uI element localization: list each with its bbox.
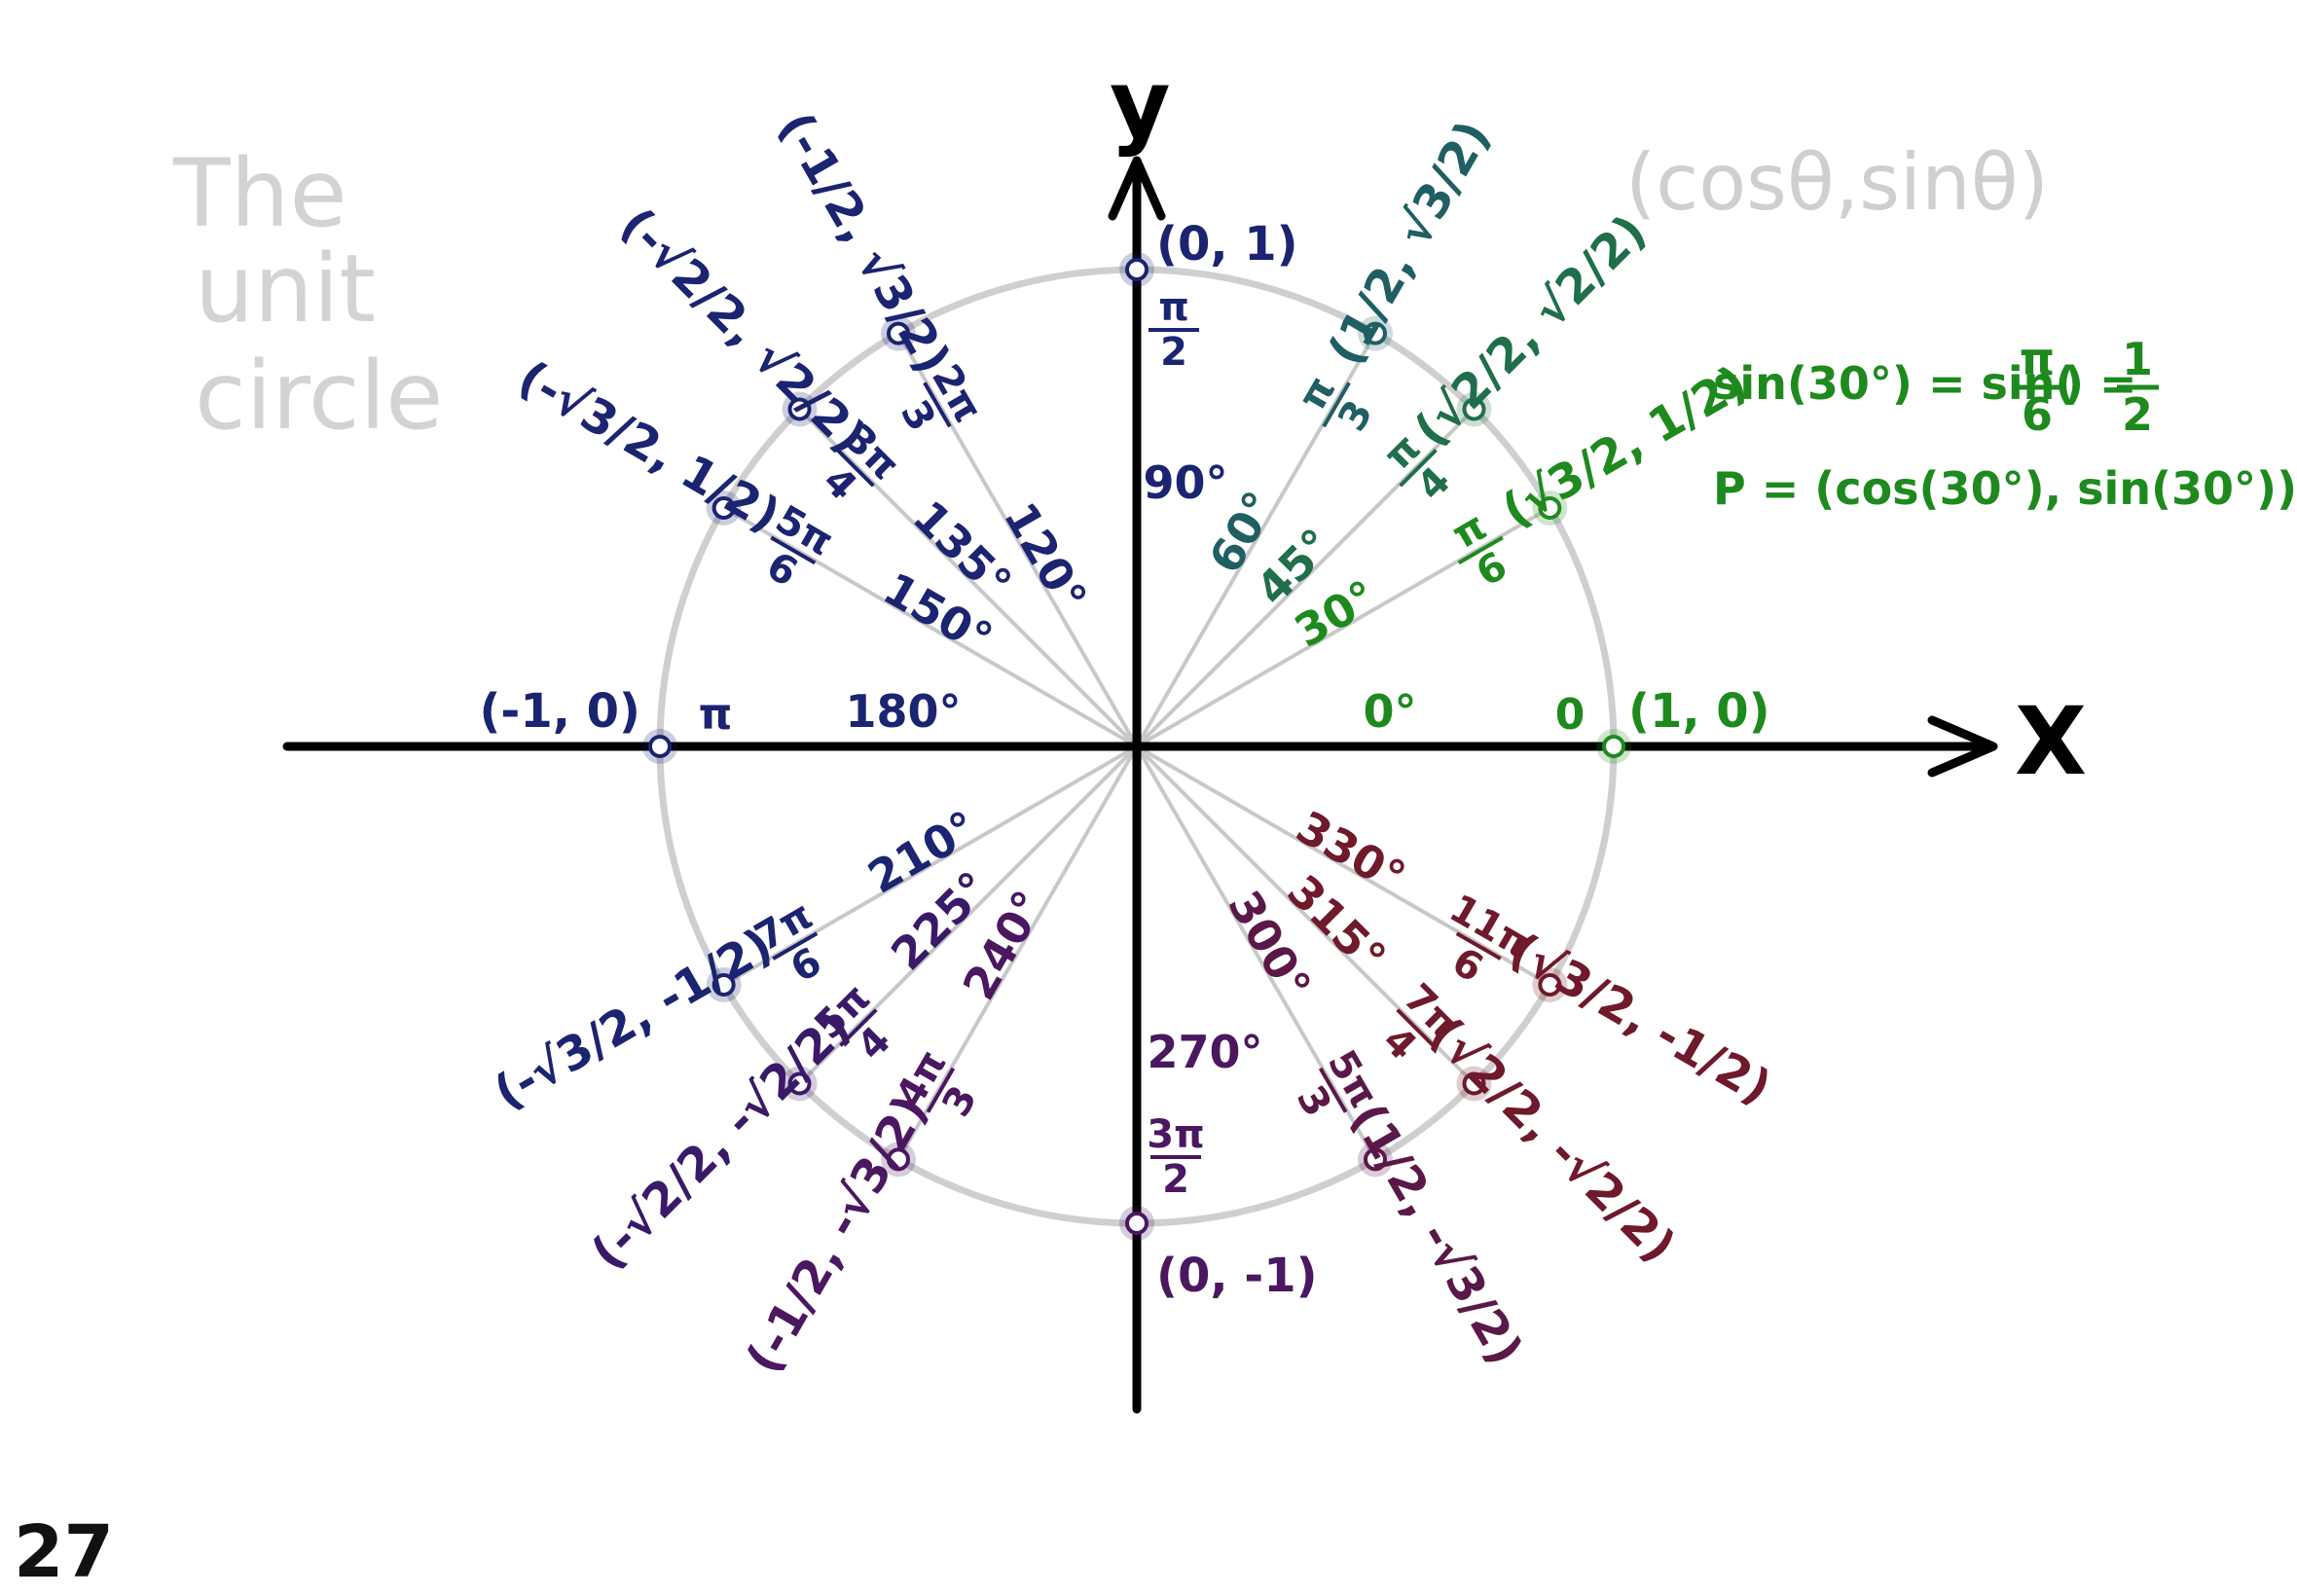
coordinate-label-330: (√3/2, -1/2): [1501, 923, 1780, 1115]
radian-bar-225: [839, 1008, 878, 1047]
page-number: 27: [14, 1510, 114, 1594]
radian-numerator-90: π: [1158, 285, 1189, 330]
point-315: [1462, 1071, 1486, 1096]
point-0: [1602, 735, 1625, 758]
note-line1-result-num: 1: [2122, 333, 2153, 385]
x-axis-arrowhead: [1927, 715, 1998, 778]
radian-label-270: 3π2: [1147, 1112, 1204, 1202]
point-225: [787, 1071, 812, 1096]
radian-bar-210: [772, 931, 819, 961]
radian-bar-60: [1322, 381, 1351, 428]
point-180: [648, 735, 672, 758]
example-note: sin(30°) = sin( π 6 ) = 1 2 P = (cos(30°…: [1713, 333, 2297, 515]
spoke-300: [1135, 744, 1377, 1161]
spoke-135: [798, 408, 1139, 748]
x-axis-label: X: [2015, 687, 2087, 796]
point-135: [787, 397, 812, 421]
note-line1-mid: ) =: [2063, 357, 2137, 410]
coordinate-label-0: (1, 0): [1628, 684, 1770, 739]
point-30: [1538, 496, 1562, 520]
radian-bar-315: [1396, 1008, 1435, 1047]
axes: X y: [282, 50, 2087, 1414]
coordinate-label-270: (0, -1): [1156, 1249, 1318, 1303]
radian-bar-150: [770, 535, 817, 565]
point-150: [711, 496, 736, 520]
spoke-150: [722, 506, 1138, 748]
coordinate-label-60: (1/2, √3/2): [1318, 112, 1501, 375]
radian-numerator-270: 3π: [1147, 1112, 1204, 1157]
radian-bar-45: [1399, 449, 1438, 488]
angle-spokes: [722, 332, 1551, 1161]
note-line1-left: sin(30°) = sin(: [1713, 357, 2075, 410]
point-240: [887, 1147, 910, 1172]
coordinate-label-150: (-√3/2, 1/2): [509, 350, 788, 543]
radian-bar-330: [1455, 931, 1502, 961]
radian-bar-300: [1318, 1067, 1348, 1113]
spoke-45: [1135, 408, 1476, 748]
coordinate-label-180: (-1, 0): [479, 684, 640, 739]
point-270: [1125, 1212, 1148, 1235]
point-120: [887, 321, 910, 345]
point-45: [1462, 397, 1486, 421]
radian-label-60: π3: [1290, 369, 1382, 439]
title-line-1: The: [172, 139, 347, 248]
coordinate-formula-header: (cosθ,sinθ): [1625, 137, 2049, 228]
spoke-60: [1135, 332, 1377, 748]
point-330: [1538, 973, 1562, 997]
degree-label-180: 180°: [845, 685, 961, 738]
note-line1-result-den: 2: [2122, 388, 2153, 441]
point-90: [1125, 258, 1148, 281]
title-line-3: circle: [195, 342, 443, 451]
coordinate-label-120: (-1/2, √3/2): [768, 103, 961, 382]
point-300: [1364, 1147, 1387, 1172]
coordinate-label-300: (1/2, -√3/2): [1340, 1095, 1533, 1374]
radian-label-0: 0: [1555, 690, 1586, 740]
degree-label-90: 90°: [1143, 456, 1227, 509]
radian-bar-120: [923, 381, 952, 428]
y-axis-arrowhead: [1108, 156, 1166, 221]
note-line1-frac-num: π: [2020, 333, 2055, 385]
title-line-2: unit: [195, 235, 376, 344]
note-line1-frac-den: 6: [2022, 388, 2053, 441]
coordinate-label-90: (0, 1): [1156, 217, 1298, 272]
degree-label-270: 270°: [1147, 1026, 1262, 1078]
radian-bar-240: [926, 1067, 956, 1113]
point-60: [1364, 321, 1387, 345]
page-title: The unit circle: [172, 139, 443, 451]
radian-bar-135: [836, 449, 875, 488]
radian-denominator-270: 2: [1162, 1157, 1189, 1202]
radian-bar-30: [1457, 535, 1504, 565]
point-210: [711, 973, 736, 997]
y-axis-label: y: [1110, 50, 1171, 159]
radian-denominator-90: 2: [1160, 330, 1187, 375]
spoke-30: [1135, 506, 1551, 748]
degree-label-120: 120°: [994, 493, 1097, 620]
spoke-315: [1135, 744, 1476, 1085]
spoke-240: [896, 744, 1139, 1161]
degree-label-0: 0°: [1363, 685, 1416, 738]
radian-label-180: π: [699, 690, 733, 740]
radian-label-120: 2π3: [892, 357, 991, 439]
radian-label-90: π2: [1148, 285, 1199, 375]
note-line2: P = (cos(30°), sin(30°)): [1713, 462, 2297, 515]
